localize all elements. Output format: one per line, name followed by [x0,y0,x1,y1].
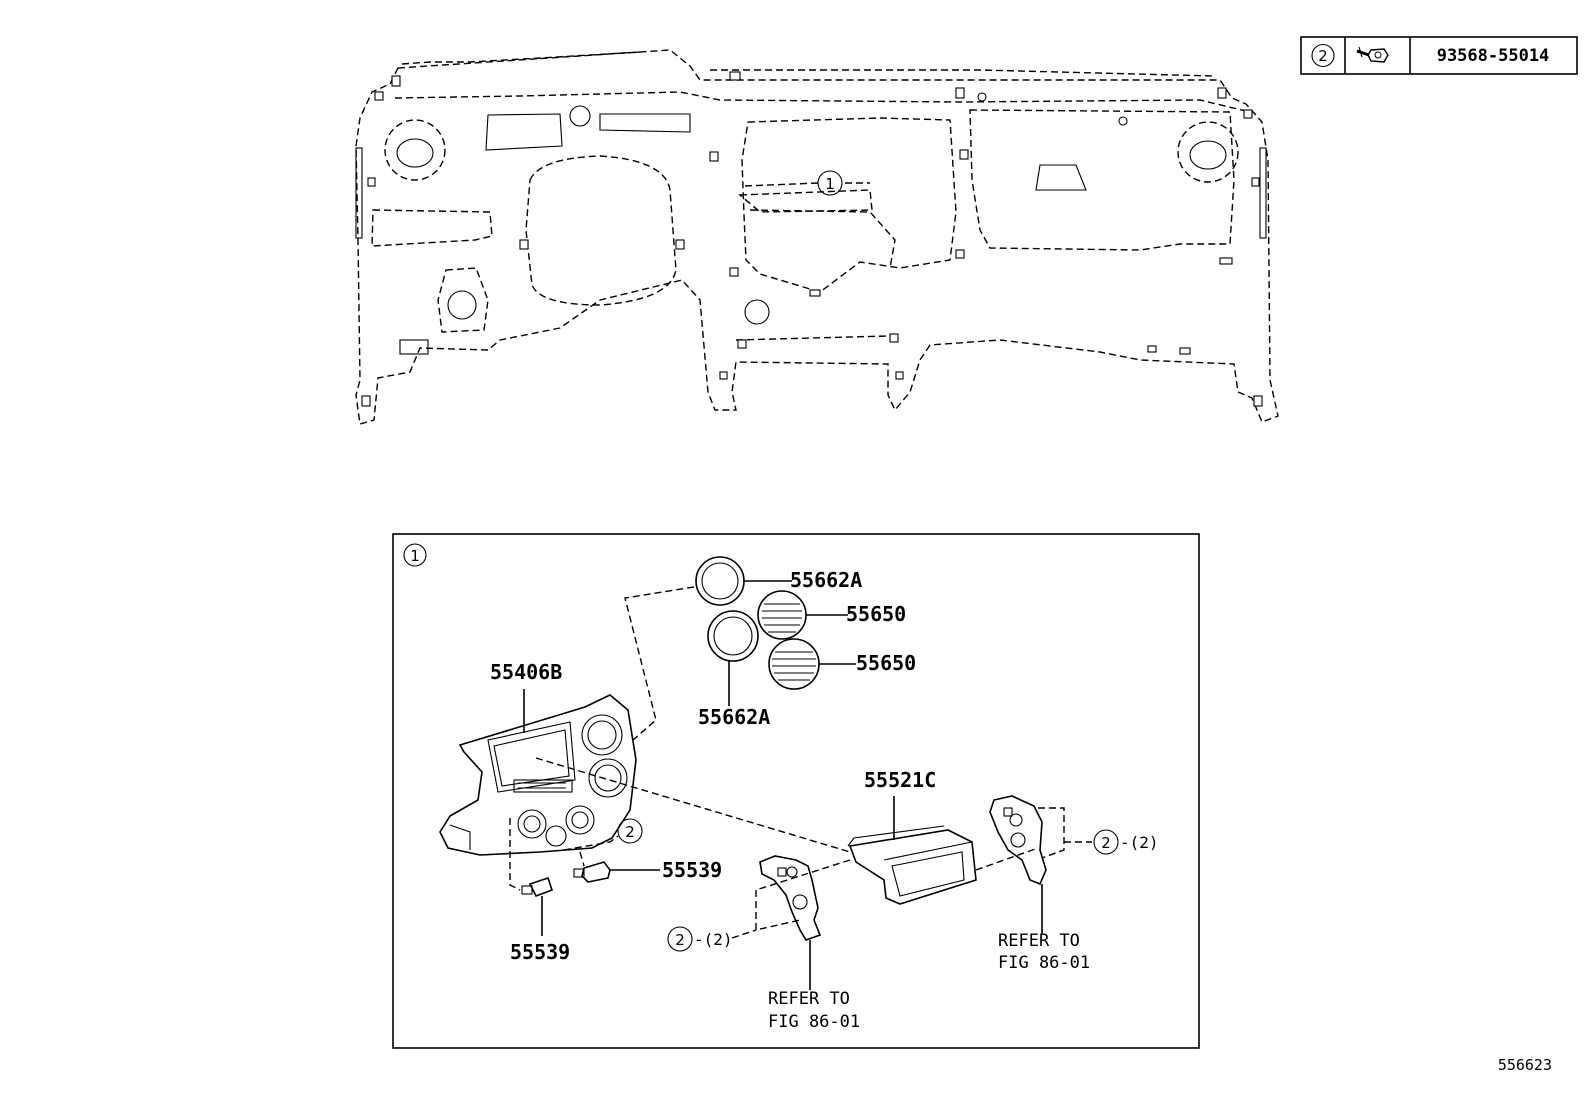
part-label-switch-right: 55539 [662,858,722,882]
part-label-center-panel: 55406B [490,660,562,684]
part-label-louver-upper: 55650 [846,602,906,626]
instrument-panel-illustration: 1 [355,49,1279,425]
vent-louver-upper: 55650 [757,590,906,640]
bolt-icon [1356,46,1389,63]
ref-right-line2: FIG 86-01 [998,953,1090,973]
center-cluster-panel: 55406B [439,660,637,856]
right-bracket-screw: 2 [1101,834,1111,852]
left-bracket-qty: -(2) [694,930,733,949]
legend-part-number: 93568-55014 [1437,46,1550,66]
legend-callout: 2 [1318,47,1328,65]
bracket-right: REFER TO FIG 86-01 2 -(2) [975,795,1159,973]
ref-right-line1: REFER TO [998,931,1080,951]
trim-ring-upper: 55662A [695,556,862,606]
main-callout-circle [817,170,843,196]
ref-left-line2: FIG 86-01 [768,1012,860,1032]
trim-ring-lower: 55662A [698,610,770,729]
switch-left: 55539 [509,818,570,964]
part-label-switch-left: 55539 [510,940,570,964]
detail-box-callout: 1 [410,547,420,565]
legend-table: 2 93568-55014 [1300,36,1578,75]
detail-box-callout-circle [403,543,427,567]
center-pocket: 55521C [847,768,977,905]
switch-right: 55539 [573,858,722,883]
bracket-left: REFER TO FIG 86-01 2 -(2) [667,855,860,1032]
panel-screw-number: 2 [625,823,635,841]
legend-callout-circle [1311,43,1335,68]
part-label-ring-upper: 55662A [790,568,862,592]
illustration-id: 556623 [1498,1056,1552,1074]
left-bracket-screw: 2 [675,931,685,949]
right-bracket-qty: -(2) [1120,833,1159,852]
panel-screw-callout: 2 [563,818,643,851]
main-callout: 1 [825,175,835,193]
part-label-louver-lower: 55650 [856,651,916,675]
vent-louver-lower: 55650 [768,638,916,690]
detail-box: 1 [392,533,1200,1049]
ref-left-line1: REFER TO [768,989,850,1009]
part-label-pocket: 55521C [864,768,936,792]
part-label-ring-lower: 55662A [698,705,770,729]
